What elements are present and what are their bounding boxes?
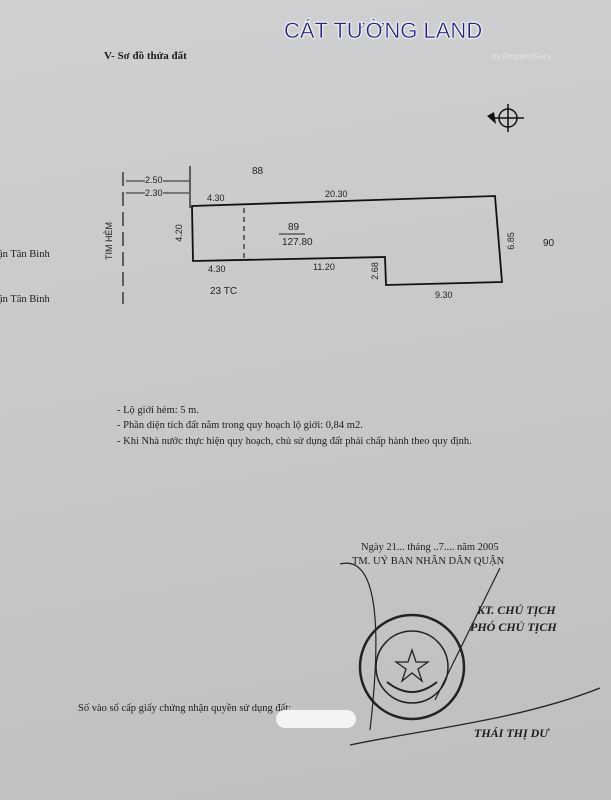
margin-text-1: ận Tân Bình [0,249,50,260]
note-1: - Lộ giới hẻm: 5 m. [117,405,199,416]
dim-top: 20.30 [325,189,348,199]
dim-left: 4.20 [173,224,184,242]
official-seal-icon [358,613,466,721]
role-2: PHÓ CHỦ TỊCH [470,620,557,634]
section-title: V- Sơ đồ thửa đất [104,50,187,62]
note-3: - Khi Nhà nước thực hiện quy hoạch, chủ … [117,436,472,447]
dim-bottom-right: 9.30 [435,290,453,300]
margin-text-2: ận Tân Bình [0,294,50,305]
dim-alley-offset-1: 2.50 [145,175,163,185]
date-line: Ngày 21... tháng ..7.... năm 2005 [361,542,499,553]
signature-strokes [339,562,600,746]
dim-step: 2.68 [369,262,380,280]
registry-line: Số vào sổ cấp giấy chứng nhận quyền sử d… [78,703,292,714]
sheet-label: 23 TC [210,286,238,297]
dim-bottom-middle: 11.20 [313,262,335,272]
watermark-partner: by PropertyGuru [492,52,551,61]
parcel-diagram [122,166,503,304]
note-2: - Phần diện tích đất nằm trong quy hoạch… [117,420,363,431]
dim-right: 6.85 [505,232,516,250]
alley-label: TIM HẺM [104,222,114,260]
neighbor-right: 90 [543,238,555,249]
dim-bottom-left: 4.30 [208,264,226,274]
dim-alley-offset-2: 2.30 [145,188,163,198]
parcel-number: 89 [288,222,300,233]
parcel-boundary [191,195,503,286]
issuer: TM. UỶ BAN NHÂN DÂN QUẬN [352,556,505,567]
watermark-brand: CÁT TƯỜNG LAND [284,18,483,43]
dim-top-left: 4.30 [207,193,225,203]
neighbor-top: 88 [252,166,264,177]
redacted-number [276,710,356,728]
signer-name: THÁI THỊ DƯ [474,726,549,740]
role-1: KT. CHỦ TỊCH [477,603,556,617]
parcel-area: 127.80 [282,237,313,248]
north-arrow-icon [487,104,524,132]
